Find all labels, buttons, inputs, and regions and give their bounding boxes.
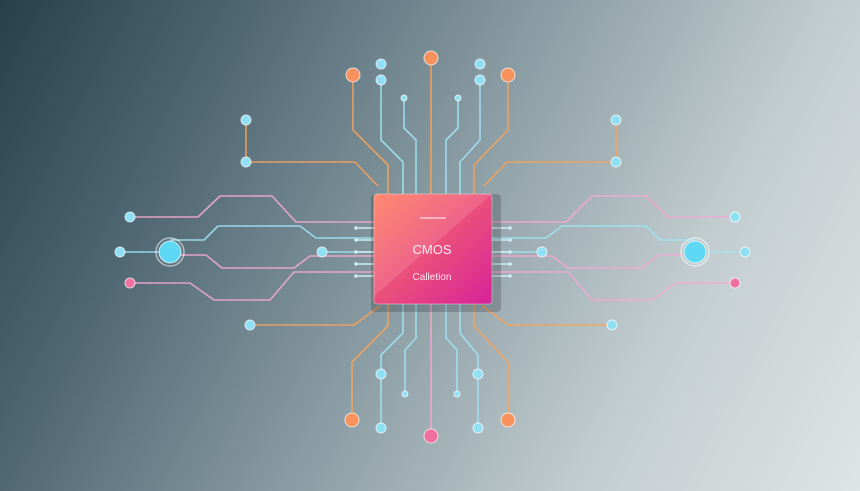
trace-left-pink [130, 271, 374, 301]
trace-left-pink [170, 254, 374, 269]
trace-right-pink [492, 254, 695, 269]
node-blue [474, 74, 486, 86]
chip-pins [354, 226, 512, 278]
node-pink [729, 277, 741, 289]
node-orange [500, 412, 516, 428]
node-large-blue [155, 237, 185, 267]
chip-pin-tip [354, 274, 358, 278]
node-blue [375, 422, 387, 434]
node-blue-small [453, 390, 461, 398]
node-blue [729, 211, 741, 223]
trace-bottom-right-branch [481, 305, 612, 326]
trace-left-pink [130, 195, 374, 223]
node-orange [345, 67, 361, 83]
chip-pin-tip [508, 274, 512, 278]
node-blue [124, 211, 136, 223]
node-blue [472, 422, 484, 434]
node-blue-small [400, 94, 408, 102]
chip-pin-tip [354, 262, 358, 266]
node-blue [472, 368, 484, 380]
chip-pin-tip [354, 238, 358, 242]
node-blue [375, 58, 387, 70]
trace-bottom-blue [445, 304, 458, 394]
chip-title: CMOS [413, 242, 452, 257]
chip-pin-tip [508, 250, 512, 254]
trace-right-pink [492, 195, 735, 223]
trace-right-blue [492, 225, 695, 241]
node-blue [606, 319, 618, 331]
node-blue [375, 368, 387, 380]
chip-pin-tip [354, 250, 358, 254]
chip-pin-tip [508, 262, 512, 266]
chip-pin-tip [508, 226, 512, 230]
node-orange [344, 412, 360, 428]
trace-top-blue [380, 80, 404, 194]
node-blue [610, 114, 622, 126]
node-blue [610, 156, 622, 168]
chip-subtitle: Calletion [413, 272, 452, 283]
node-blue [375, 74, 387, 86]
trace-top-blue [403, 98, 417, 194]
chip-pin-tip [354, 226, 358, 230]
node-blue [114, 246, 126, 258]
node-blue [240, 114, 252, 126]
trace-top-orange [473, 75, 509, 194]
trace-bottom-orange [351, 304, 389, 420]
trace-bottom-left-branch [250, 305, 381, 326]
trace-bottom-blue [380, 304, 404, 428]
node-large-blue [680, 237, 710, 267]
trace-bottom-orange [473, 304, 509, 420]
node-pink [124, 277, 136, 289]
chip-body [374, 194, 492, 304]
trace-bottom-blue [404, 304, 417, 394]
node-pink [423, 428, 439, 444]
node-blue [739, 246, 751, 258]
trace-right-pink [492, 271, 735, 301]
node-orange [423, 50, 439, 66]
trace-left-blue [170, 225, 374, 241]
chip-pin-tip [508, 238, 512, 242]
trace-top-orange [352, 75, 389, 194]
circuit-nodes [114, 50, 751, 444]
node-blue-small [401, 390, 409, 398]
trace-top-blue [459, 80, 481, 194]
node-blue [316, 246, 328, 258]
cmos-chip: CMOS Calletion [371, 193, 501, 312]
node-blue [244, 319, 256, 331]
node-orange [500, 67, 516, 83]
trace-bottom-blue [459, 304, 479, 428]
node-blue-small [454, 94, 462, 102]
trace-top-blue [445, 98, 459, 194]
node-blue [240, 156, 252, 168]
node-blue [536, 246, 548, 258]
chip-highlight [374, 194, 492, 296]
node-blue [474, 58, 486, 70]
trace-top-right-branch [483, 120, 617, 187]
trace-top-left-branch [245, 120, 379, 187]
